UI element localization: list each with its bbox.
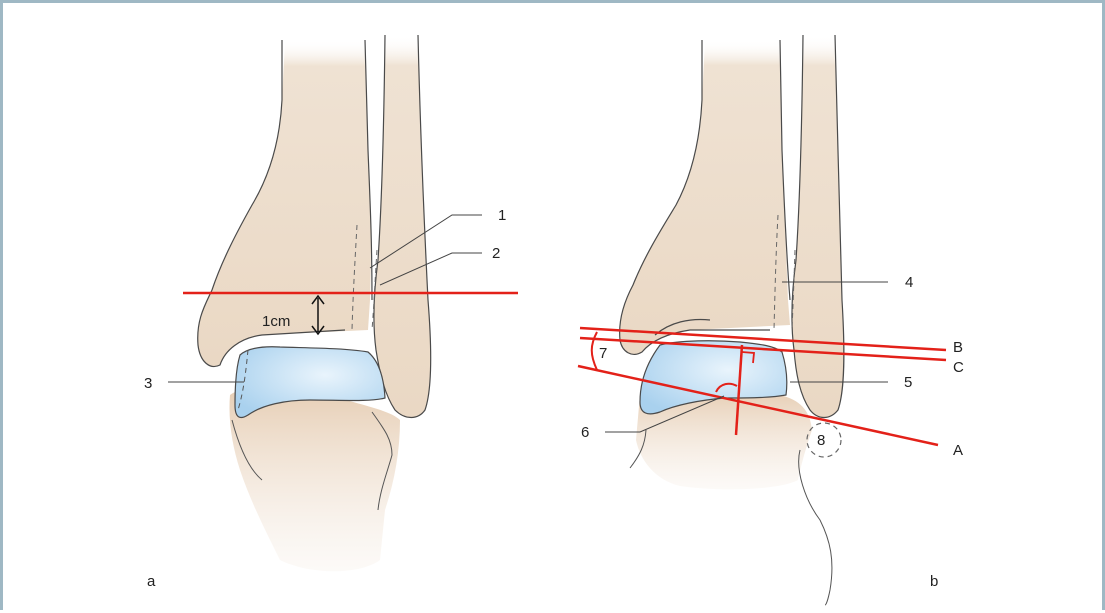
callout-8: 8 <box>817 432 825 449</box>
callout-5: 5 <box>904 374 912 391</box>
tibia-b <box>620 40 790 354</box>
panel-b: 8 7 4 5 6 B C A b <box>578 35 964 605</box>
callout-6: 6 <box>581 424 589 441</box>
line-label-c: C <box>953 359 964 376</box>
line-label-b: B <box>953 339 963 356</box>
callout-1: 1 <box>498 207 506 224</box>
callout-3: 3 <box>144 375 152 392</box>
talus-a <box>229 386 400 572</box>
callout-4: 4 <box>905 274 913 291</box>
callout-7: 7 <box>599 345 607 362</box>
measure-label: 1cm <box>262 313 290 330</box>
panel-label-b: b <box>930 573 938 590</box>
fibula-a <box>374 35 431 418</box>
panel-label-a: a <box>147 573 156 590</box>
callout-2: 2 <box>492 245 500 262</box>
panel-a: 1cm 1 2 3 a <box>144 35 518 590</box>
line-label-a: A <box>953 442 963 459</box>
